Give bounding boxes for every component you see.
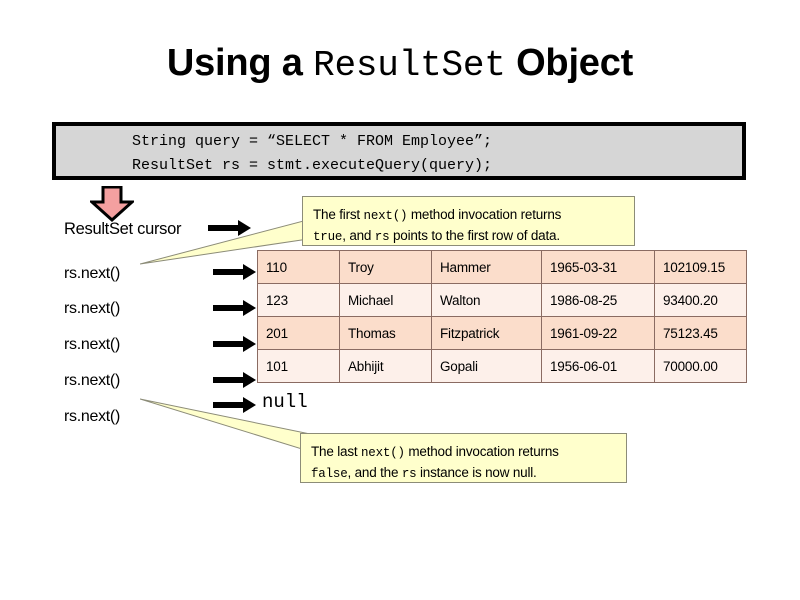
table-row: 101 Abhijit Gopali 1956-06-01 70000.00: [257, 349, 747, 383]
cell-salary: 102109.15: [654, 250, 747, 284]
cell-salary: 70000.00: [654, 349, 747, 383]
cell-first: Michael: [339, 283, 432, 317]
callout-first-line-1: The first next() method invocation retur…: [313, 207, 562, 223]
cell-date: 1961-09-22: [541, 316, 655, 350]
code-line-2: ResultSet rs = stmt.executeQuery(query);: [132, 157, 493, 174]
code-block: String query = “SELECT * FROM Employee”;…: [52, 122, 746, 180]
result-set-table: 110 Troy Hammer 1965-03-31 102109.15 123…: [257, 250, 747, 383]
table-row: 123 Michael Walton 1986-08-25 93400.20: [257, 283, 747, 317]
callout-last-line-1: The last next() method invocation return…: [311, 444, 559, 460]
cell-last: Gopali: [431, 349, 542, 383]
cell-date: 1956-06-01: [541, 349, 655, 383]
page-title-mono: ResultSet: [313, 45, 506, 86]
right-arrow-icon-row-2: [213, 335, 257, 353]
cell-last: Walton: [431, 283, 542, 317]
cell-id: 201: [257, 316, 340, 350]
cell-first: Abhijit: [339, 349, 432, 383]
right-arrow-icon-row-1: [213, 299, 257, 317]
rs-next-label-4: rs.next(): [64, 408, 120, 425]
down-arrow-icon: [88, 185, 136, 223]
cell-salary: 75123.45: [654, 316, 747, 350]
rs-next-label-3: rs.next(): [64, 372, 120, 389]
cell-last: Fitzpatrick: [431, 316, 542, 350]
right-arrow-icon-row-4: [213, 396, 257, 414]
cell-date: 1965-03-31: [541, 250, 655, 284]
page-title-prefix: Using a: [166, 42, 314, 84]
callout-last-next: The last next() method invocation return…: [300, 433, 627, 483]
cell-first: Troy: [339, 250, 432, 284]
cell-id: 110: [257, 250, 340, 284]
rs-next-label-2: rs.next(): [64, 336, 120, 353]
right-arrow-icon-cursor: [208, 219, 252, 237]
cell-id: 123: [257, 283, 340, 317]
callout-first-next: The first next() method invocation retur…: [302, 196, 635, 246]
table-row: 110 Troy Hammer 1965-03-31 102109.15: [257, 250, 747, 284]
callout-last-line-2: false, and the rs instance is now null.: [311, 465, 537, 481]
page-title: Using a ResultSet Object: [0, 42, 800, 86]
rs-next-label-1: rs.next(): [64, 300, 120, 317]
cell-first: Thomas: [339, 316, 432, 350]
null-literal-label: null: [262, 391, 308, 413]
right-arrow-icon-row-3: [213, 371, 257, 389]
rs-next-label-0: rs.next(): [64, 265, 120, 282]
cell-salary: 93400.20: [654, 283, 747, 317]
table-row: 201 Thomas Fitzpatrick 1961-09-22 75123.…: [257, 316, 747, 350]
cell-last: Hammer: [431, 250, 542, 284]
resultset-cursor-label: ResultSet cursor: [64, 220, 182, 238]
cell-date: 1986-08-25: [541, 283, 655, 317]
page-title-suffix: Object: [505, 42, 634, 84]
cell-id: 101: [257, 349, 340, 383]
callout-first-line-2: true, and rs points to the first row of …: [313, 228, 560, 244]
right-arrow-icon-row-0: [213, 263, 257, 281]
code-line-1: String query = “SELECT * FROM Employee”;: [132, 133, 493, 150]
